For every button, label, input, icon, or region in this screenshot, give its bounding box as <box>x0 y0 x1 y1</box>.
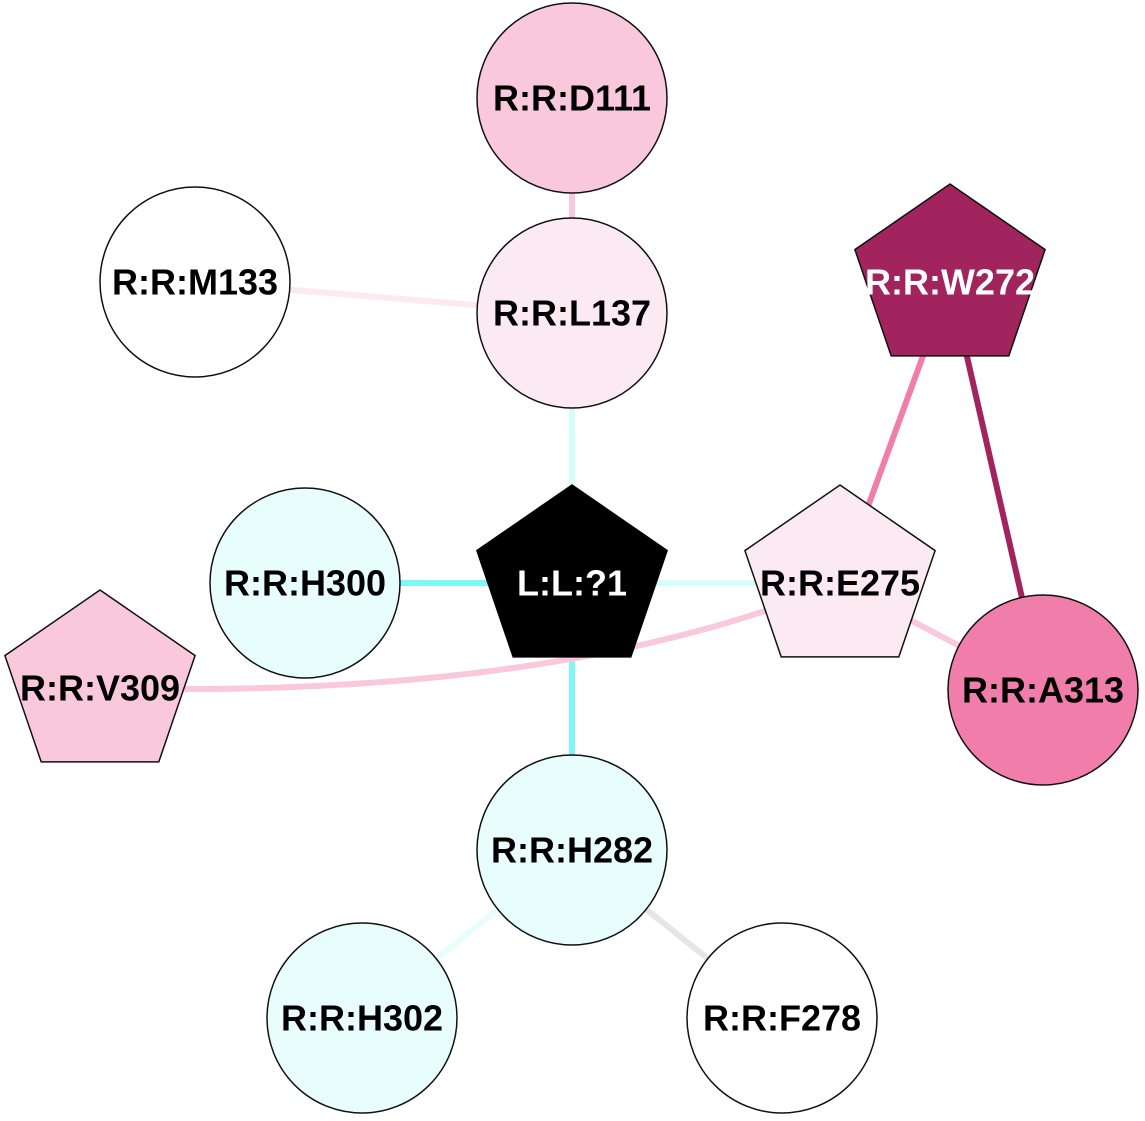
node-h282[interactable]: R:R:H282 <box>476 754 668 946</box>
node-f278[interactable]: R:R:F278 <box>686 922 878 1114</box>
node-label: R:R:H300 <box>224 563 386 604</box>
node-pentagon <box>854 183 1046 357</box>
node-circle <box>476 2 668 194</box>
node-l137[interactable]: R:R:L137 <box>476 217 668 409</box>
node-label: L:L:?1 <box>517 563 627 604</box>
node-l1[interactable]: L:L:?1 <box>476 484 668 658</box>
node-label: R:R:H302 <box>281 998 443 1039</box>
node-label: R:R:V309 <box>20 668 180 709</box>
node-pentagon <box>744 484 936 658</box>
node-label: R:R:H282 <box>491 830 653 871</box>
node-v309[interactable]: R:R:V309 <box>4 589 196 763</box>
node-label: R:R:A313 <box>962 670 1124 711</box>
edge-E275-V309 <box>99 580 842 693</box>
node-label: R:R:D111 <box>493 78 651 119</box>
node-circle <box>476 754 668 946</box>
node-h300[interactable]: R:R:H300 <box>209 487 401 679</box>
node-e275[interactable]: R:R:E275 <box>744 484 936 658</box>
node-d111[interactable]: R:R:D111 <box>476 2 668 194</box>
node-label: R:R:W272 <box>865 262 1035 303</box>
node-pentagon <box>4 589 196 763</box>
node-pentagon <box>476 484 668 658</box>
node-w272[interactable]: R:R:W272 <box>854 183 1046 357</box>
node-label: R:R:M133 <box>112 262 278 303</box>
node-circle <box>99 186 291 378</box>
node-circle <box>947 594 1139 786</box>
node-m133[interactable]: R:R:M133 <box>99 186 291 378</box>
node-circle <box>686 922 878 1114</box>
node-label: R:R:E275 <box>760 563 920 604</box>
node-circle <box>209 487 401 679</box>
node-circle <box>266 922 458 1114</box>
node-a313[interactable]: R:R:A313 <box>947 594 1139 786</box>
node-label: R:R:F278 <box>703 998 861 1039</box>
node-circle <box>476 217 668 409</box>
node-label: R:R:L137 <box>493 293 651 334</box>
node-h302[interactable]: R:R:H302 <box>266 922 458 1114</box>
